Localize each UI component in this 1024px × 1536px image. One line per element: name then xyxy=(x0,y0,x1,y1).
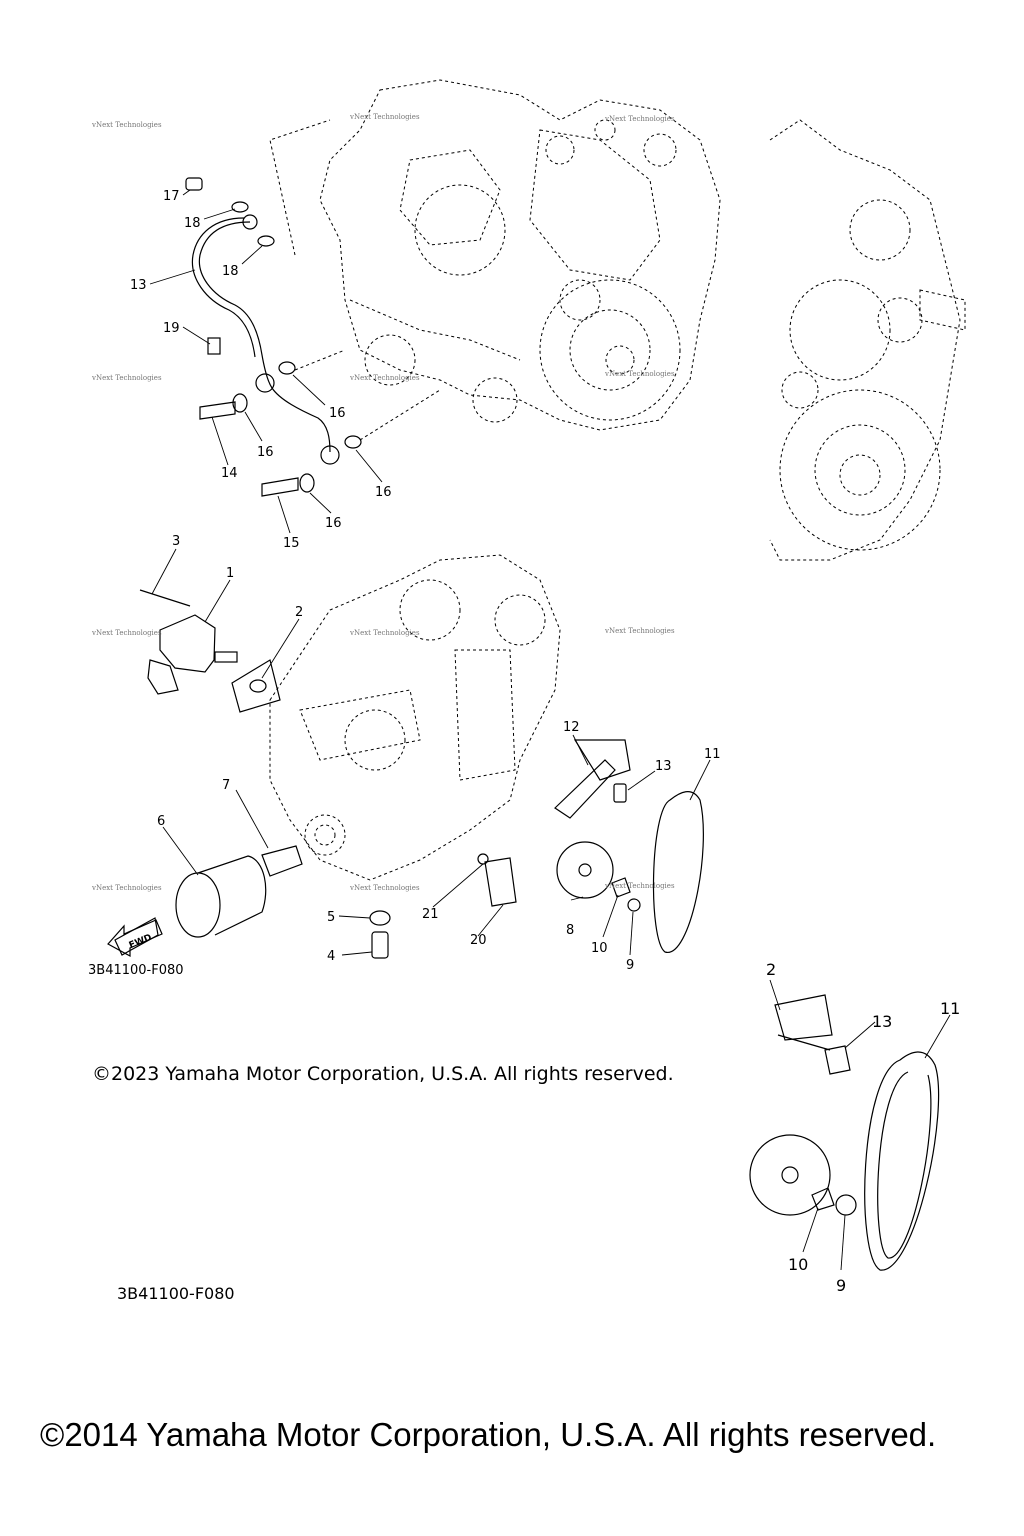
callout-17: 17 xyxy=(163,189,180,204)
callout-5: 5 xyxy=(327,910,335,925)
leader-lines xyxy=(149,189,951,1271)
callout-16a: 16 xyxy=(329,406,346,421)
callout-19: 19 xyxy=(163,321,180,336)
oil-filter-group xyxy=(114,845,517,959)
callout-2: 2 xyxy=(295,605,303,620)
callout-21: 21 xyxy=(422,907,439,922)
watermark-5: vNext Technologies xyxy=(349,374,420,382)
callout-20: 20 xyxy=(470,933,487,948)
lower-right-zoom xyxy=(749,994,940,1271)
zoom-callout-11: 11 xyxy=(940,999,960,1018)
callout-13: 13 xyxy=(655,759,672,774)
sprocket-chain-group xyxy=(554,739,704,953)
copyright-large: ©2014 Yamaha Motor Corporation, U.S.A. A… xyxy=(40,1416,937,1453)
watermark-9: vNext Technologies xyxy=(604,627,675,635)
callout-15b: 15 xyxy=(283,536,300,551)
callout-15a: 14 xyxy=(221,466,238,481)
watermark-11: vNext Technologies xyxy=(349,884,420,892)
callout-16c: 16 xyxy=(375,485,392,500)
watermark-6: vNext Technologies xyxy=(604,370,675,378)
watermark-8: vNext Technologies xyxy=(349,629,420,637)
callout-14: 13 xyxy=(130,278,147,293)
zoom-callout-13: 13 xyxy=(872,1012,892,1031)
callout-7: 7 xyxy=(222,778,230,793)
zoom-callout-2: 2 xyxy=(766,960,776,979)
watermark-1: vNext Technologies xyxy=(91,121,162,129)
diagram-code-small: 3B41100-F080 xyxy=(88,963,184,978)
copyright-small: ©2023 Yamaha Motor Corporation, U.S.A. A… xyxy=(92,1063,674,1085)
watermark-10: vNext Technologies xyxy=(91,884,162,892)
right-engine-zoom xyxy=(769,119,966,561)
zoom-callout-labels: 2 13 11 10 9 xyxy=(766,960,960,1295)
callout-16b: 16 xyxy=(257,445,274,460)
callout-10: 10 xyxy=(591,941,608,956)
callout-9: 9 xyxy=(626,958,634,973)
lower-crankcase-drawing xyxy=(269,554,561,881)
callout-labels: 17 18 18 13 19 16 16 14 16 16 15 3 1 2 1… xyxy=(130,189,721,973)
callout-16d: 16 xyxy=(325,516,342,531)
watermark-7: vNext Technologies xyxy=(91,629,162,637)
oil-pump-group xyxy=(139,589,281,713)
watermark-4: vNext Technologies xyxy=(91,374,162,382)
watermarks: vNext Technologies vNext Technologies vN… xyxy=(91,113,675,892)
watermark-2: vNext Technologies xyxy=(349,113,420,121)
oil-pipe-assembly xyxy=(185,119,441,497)
callout-3: 3 xyxy=(172,534,180,549)
callout-1: 1 xyxy=(226,566,234,581)
upper-engine-drawing xyxy=(319,79,721,431)
callout-18a: 18 xyxy=(184,216,201,231)
watermark-12: vNext Technologies xyxy=(604,882,675,890)
watermark-3: vNext Technologies xyxy=(604,115,675,123)
callout-8: 8 xyxy=(566,923,574,938)
callout-18b: 18 xyxy=(222,264,239,279)
callout-12: 12 xyxy=(563,720,580,735)
callout-11: 11 xyxy=(704,747,721,762)
zoom-callout-10: 10 xyxy=(788,1255,808,1274)
fwd-label: FWD xyxy=(128,933,154,951)
fwd-arrow: FWD xyxy=(107,919,163,958)
zoom-callout-9: 9 xyxy=(836,1276,846,1295)
diagram-code-large: 3B41100-F080 xyxy=(117,1284,235,1303)
callout-4: 4 xyxy=(327,949,335,964)
callout-6: 6 xyxy=(157,814,165,829)
